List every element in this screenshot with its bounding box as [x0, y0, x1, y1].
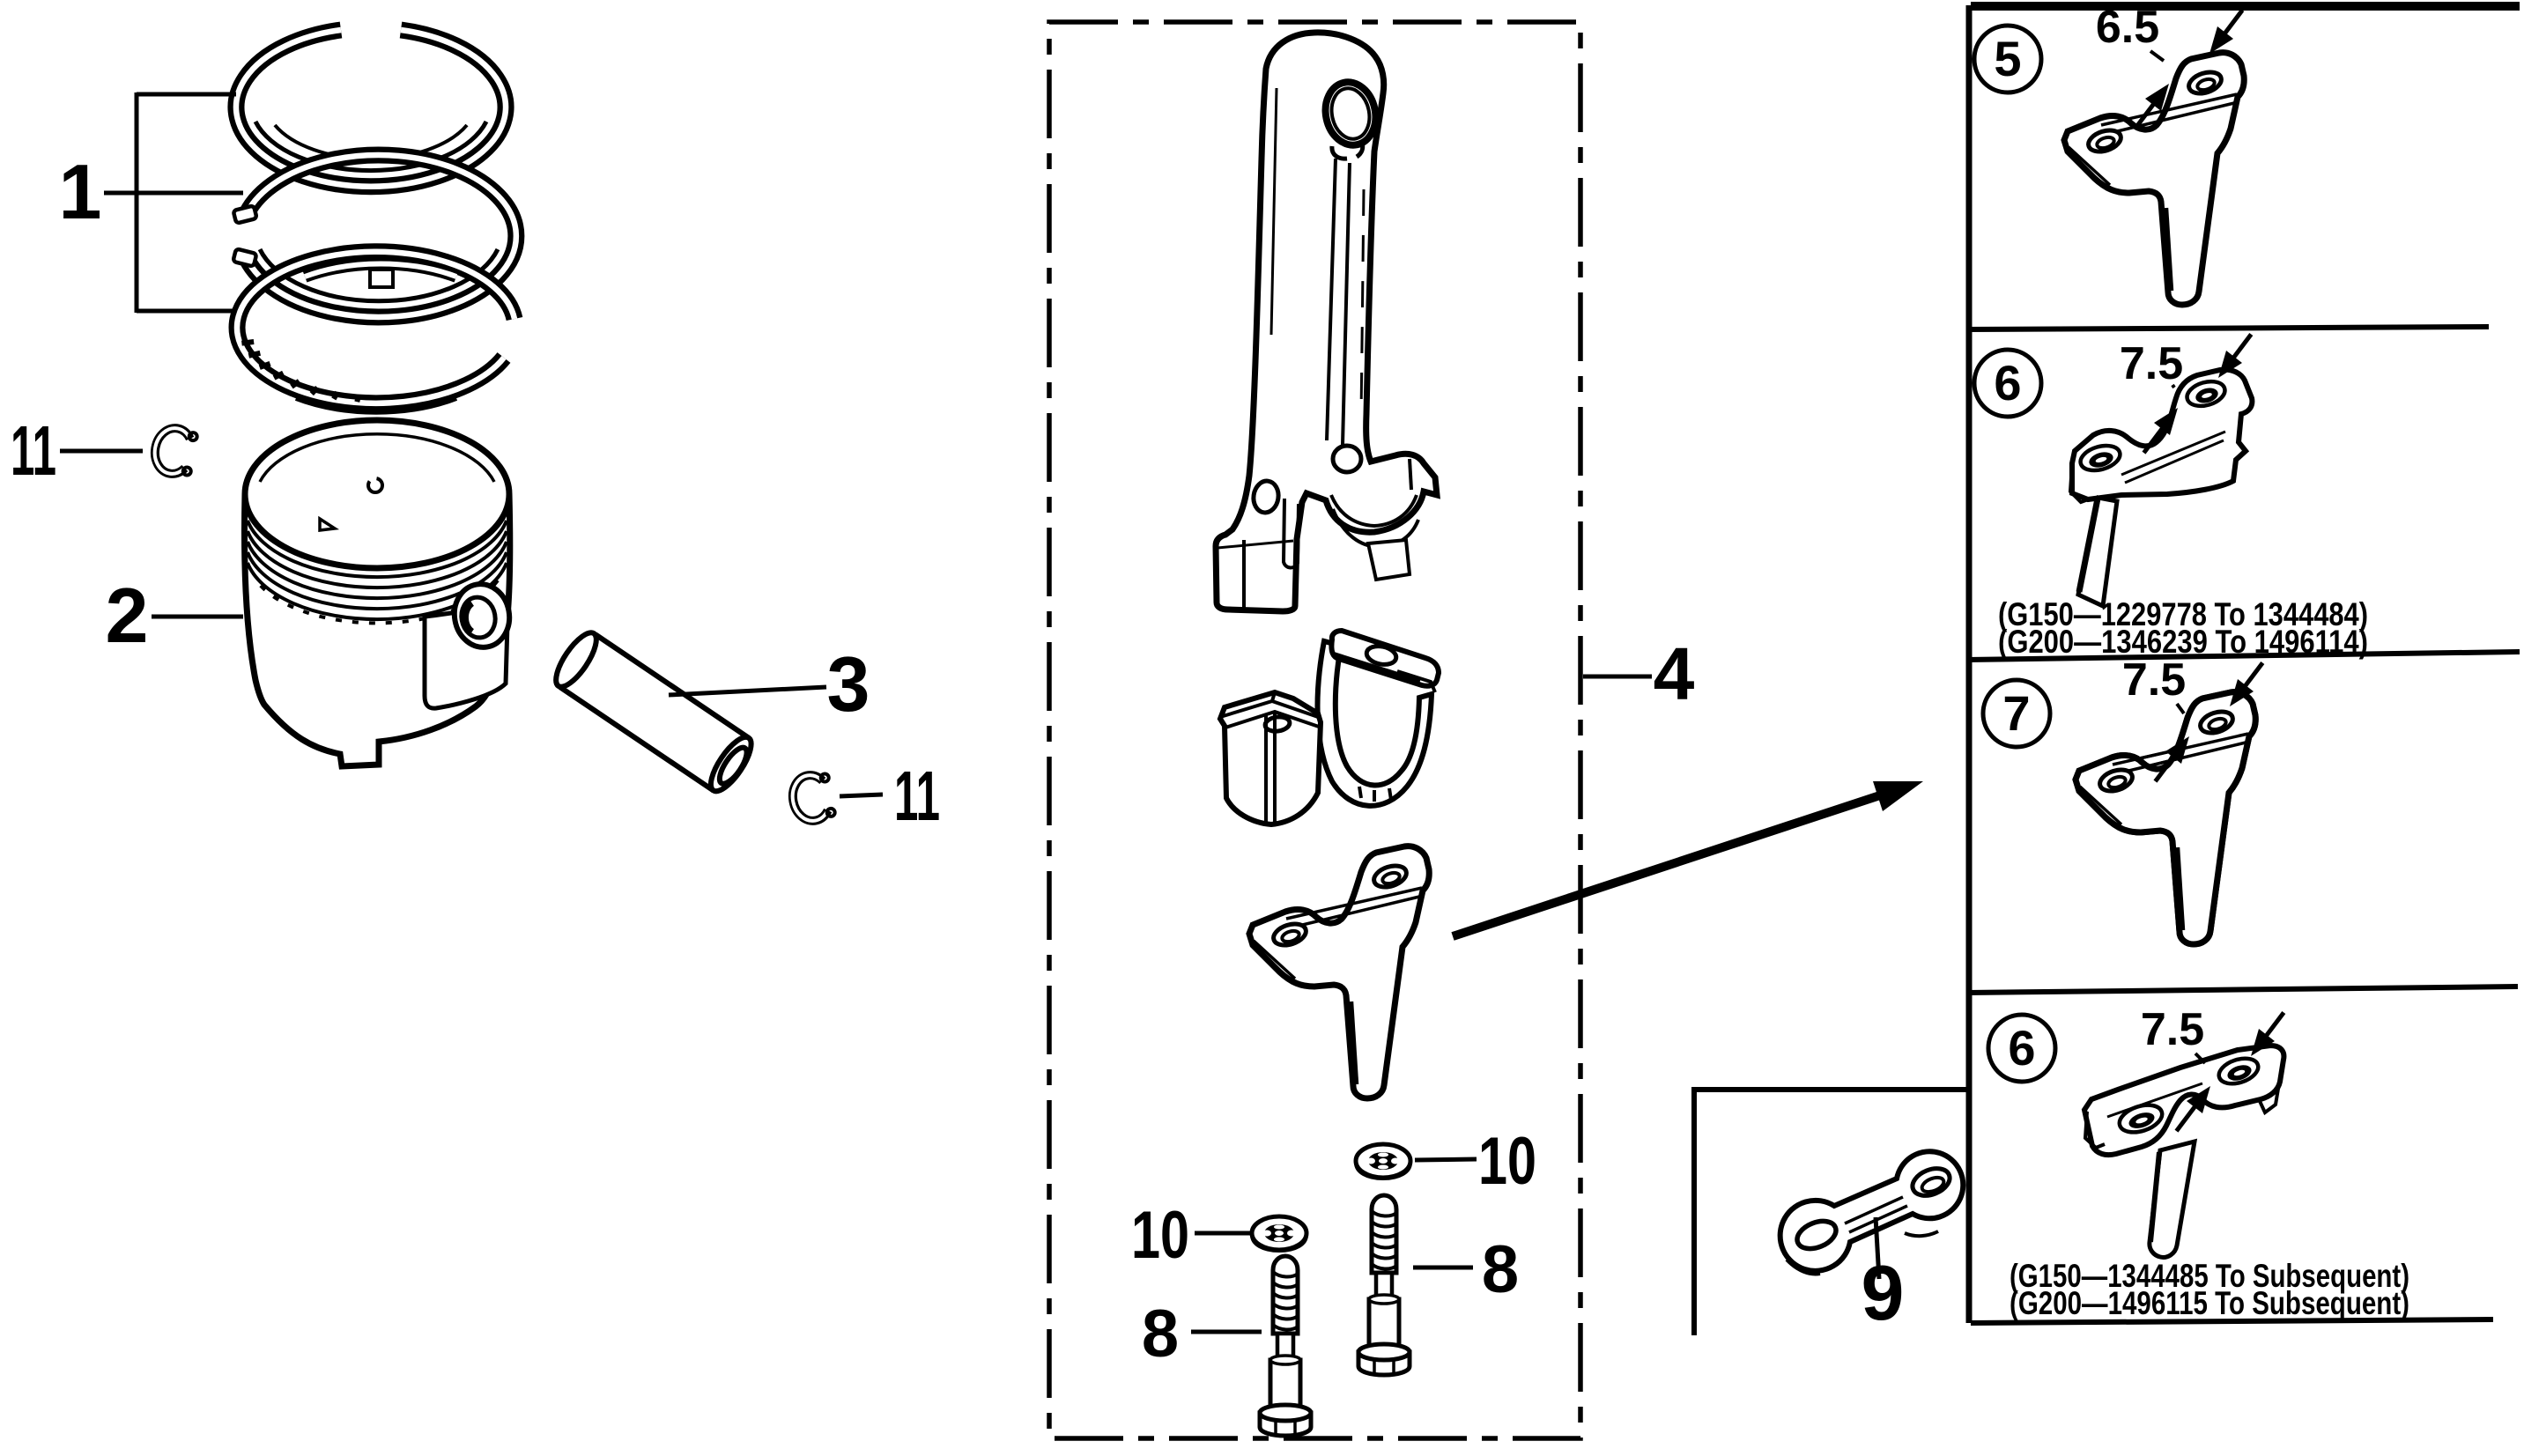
svg-text:10: 10 — [1131, 1198, 1189, 1273]
svg-text:7.5: 7.5 — [2122, 654, 2186, 706]
svg-text:(G200—1496115 To Subsequent): (G200—1496115 To Subsequent) — [2010, 1285, 2409, 1321]
svg-text:(G150—1229778 To 1344484): (G150—1229778 To 1344484) — [1998, 596, 2368, 632]
svg-text:(G150—1344485 To Subsequent): (G150—1344485 To Subsequent) — [2010, 1258, 2409, 1294]
svg-text:6: 6 — [2008, 1020, 2035, 1075]
svg-text:8: 8 — [1142, 1297, 1179, 1371]
svg-text:10: 10 — [1478, 1124, 1536, 1199]
svg-text:7.5: 7.5 — [2141, 1004, 2204, 1055]
svg-text:3: 3 — [827, 640, 870, 728]
svg-text:(G200—1346239 To 1496114): (G200—1346239 To 1496114) — [1998, 624, 2368, 660]
svg-text:9: 9 — [1862, 1249, 1905, 1336]
svg-text:1: 1 — [59, 148, 102, 235]
svg-text:6: 6 — [1994, 355, 2021, 410]
svg-text:4: 4 — [1654, 632, 1695, 715]
svg-text:7: 7 — [2002, 685, 2030, 741]
svg-text:7.5: 7.5 — [2120, 338, 2183, 389]
svg-text:5: 5 — [1994, 31, 2021, 86]
svg-text:11: 11 — [894, 757, 940, 835]
svg-text:2: 2 — [106, 572, 149, 659]
svg-text:11: 11 — [11, 411, 56, 490]
svg-text:8: 8 — [1482, 1232, 1519, 1307]
svg-text:6.5: 6.5 — [2096, 2, 2159, 53]
